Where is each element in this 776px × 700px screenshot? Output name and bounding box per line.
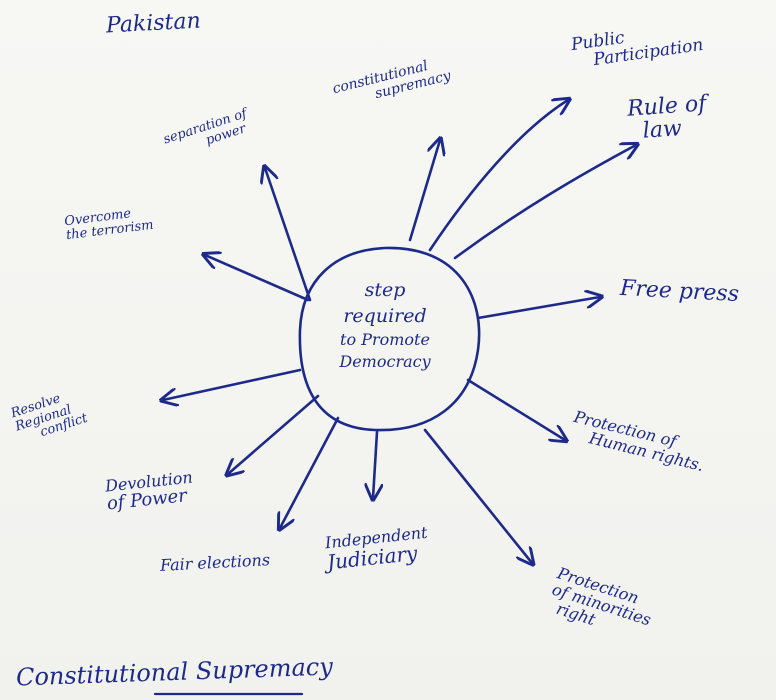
arrow-devolution-of-power [228,394,320,474]
center-line-4: Democracy [339,351,431,371]
arrow-constitutional-supremacy [408,140,440,242]
node-rule-of-law: Rule of law [626,91,708,144]
arrow-rule-of-law [453,145,636,260]
arrow-separation-of-power [265,168,312,302]
node-text-line: Free press [619,275,740,308]
arrow-protection-human-rights [466,378,565,440]
page-label: Pakistan [105,8,202,39]
arrow-fair-elections [280,416,340,528]
node-free-press: Free press [619,275,740,308]
center-circle [298,246,481,432]
center-line-2: required [343,304,427,327]
arrow-free-press [476,297,600,320]
center-line-1: step [364,279,406,301]
center-node-label: step required to Promote Democracy [300,278,470,372]
arrow-protection-minorities [423,428,532,563]
center-line-3: to Promote [340,330,430,350]
arrow-independent-judiciary [373,430,377,498]
arrow-overcome-terrorism [205,255,310,302]
arrow-public-participation [428,100,568,252]
arrow-resolve-regional-conflict [163,368,302,400]
